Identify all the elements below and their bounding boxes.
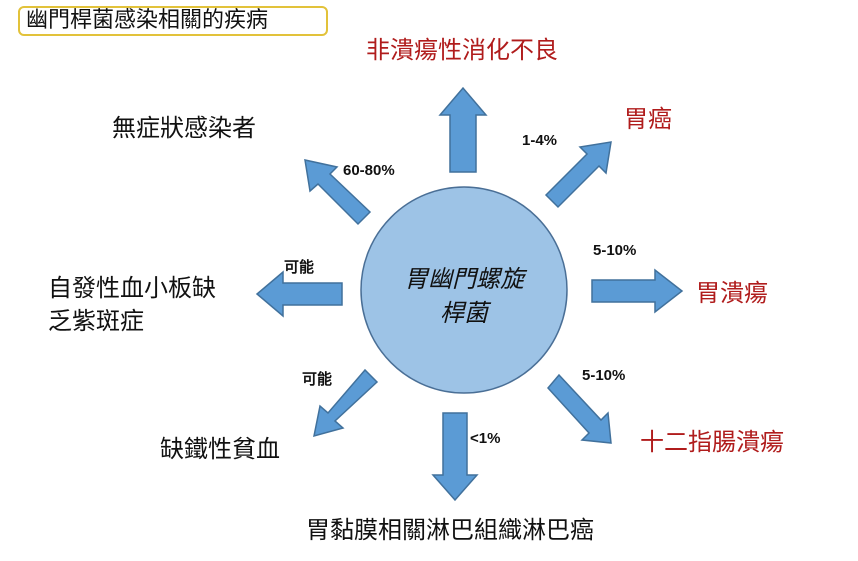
diagram-title: 幽門桿菌感染相關的疾病 (18, 6, 328, 36)
pct-duodenal-ulcer: 5-10% (582, 367, 626, 384)
outcome-malt-lymphoma: 胃黏膜相關淋巴組織淋巴癌 (306, 516, 594, 544)
center-label-line2: 桿菌 (440, 299, 488, 327)
pct-gastric-ulcer: 5-10% (593, 242, 637, 259)
pct-itp: 可能 (284, 259, 315, 276)
center-circle (360, 186, 568, 394)
outcome-non-ulcer-dyspepsia: 非潰瘍性消化不良 (366, 36, 558, 64)
pct-asymptomatic: 60-80% (343, 162, 395, 179)
outcome-asymptomatic: 無症狀感染者 (112, 114, 256, 142)
pct-gastric-cancer: 1-4% (522, 132, 558, 149)
outcome-duodenal-ulcer: 十二指腸潰瘍 (640, 428, 784, 456)
arrow-downleft-anemia (313, 368, 379, 438)
arrow-upright-gastric-cancer (544, 141, 612, 209)
arrow-down-malt-lymphoma (431, 412, 479, 502)
outcome-itp-line1: 自發性血小板缺 (48, 274, 216, 302)
outcome-gastric-ulcer: 胃潰瘍 (696, 279, 768, 307)
arrow-left-itp (255, 270, 343, 318)
center-label-line1: 胃幽門螺旋 (404, 265, 524, 293)
arrow-right-gastric-ulcer (591, 268, 684, 314)
outcome-gastric-cancer: 胃癌 (624, 105, 672, 133)
arrow-downright-duodenal-ulcer (547, 373, 612, 444)
pct-iron-deficiency-anemia: 可能 (302, 371, 333, 388)
arrow-up-dyspepsia (438, 86, 488, 173)
outcome-itp-line2: 乏紫斑症 (48, 307, 144, 335)
center-label: 胃幽門螺旋 桿菌 (364, 262, 564, 330)
arrow-upleft-asymptomatic (304, 159, 372, 226)
pct-malt-lymphoma: <1% (470, 430, 501, 447)
outcome-iron-deficiency-anemia: 缺鐵性貧血 (160, 435, 280, 463)
